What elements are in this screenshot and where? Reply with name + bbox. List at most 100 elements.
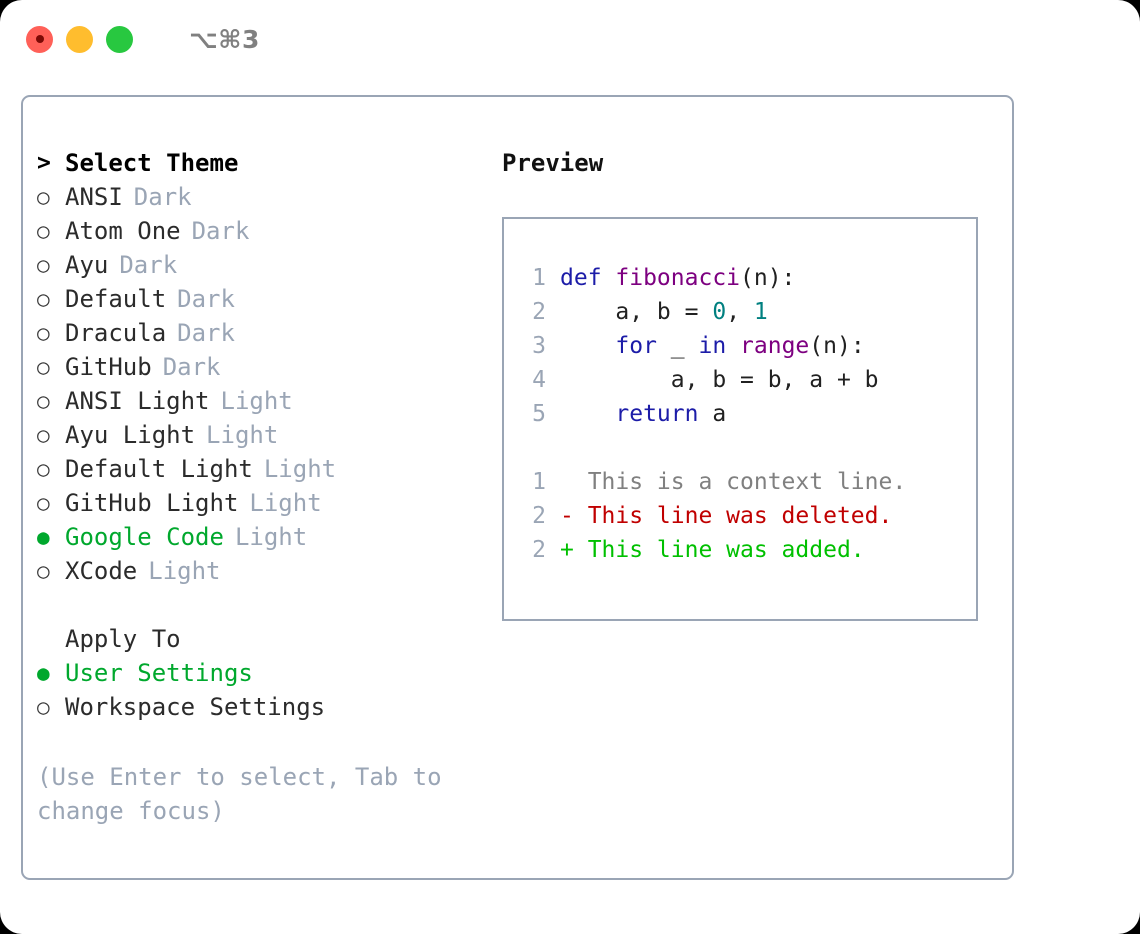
code-line-number: 1	[532, 265, 546, 291]
radio-unselected-icon[interactable]: ○	[37, 218, 50, 243]
diff-line: 1 This is a context line.	[522, 465, 976, 499]
code-token-pl: (n):	[740, 265, 796, 291]
diff-line-number: 2	[532, 503, 546, 529]
maximize-window-icon[interactable]	[106, 25, 133, 53]
close-window-icon[interactable]	[26, 25, 53, 53]
theme-list-item[interactable]: ○ Default Light Light	[37, 452, 497, 486]
apply-to-heading-marker: ○	[37, 628, 65, 651]
theme-variant-badge: Dark	[177, 285, 235, 313]
code-line-text: a, b = b, a + b	[560, 367, 879, 393]
theme-list-item[interactable]: ○ Atom One Dark	[37, 214, 497, 248]
apply-to-heading-label: Apply To	[65, 625, 181, 653]
apply-to-option-label: User Settings	[65, 659, 253, 687]
radio-unselected-icon[interactable]: ○	[37, 388, 50, 413]
theme-list-item[interactable]: ● Google Code Light	[37, 520, 497, 554]
code-token-pl: _	[670, 333, 699, 359]
theme-variant-badge: Dark	[177, 319, 235, 347]
code-line-number: 3	[532, 333, 546, 359]
code-line: 3 for _ in range(n):	[522, 329, 976, 363]
caret-icon: >	[37, 149, 51, 176]
theme-variant-badge: Dark	[133, 183, 192, 211]
traffic-light-group	[26, 25, 133, 53]
radio-unselected-icon[interactable]: ○	[37, 558, 50, 583]
radio-selected-icon[interactable]: ●	[37, 660, 50, 685]
radio-unselected-icon[interactable]: ○	[37, 354, 50, 379]
code-token-fn: fibonacci	[615, 265, 741, 291]
theme-name-label: Atom One	[65, 217, 181, 245]
theme-list-item[interactable]: ○ GitHub Light Light	[37, 486, 497, 520]
theme-list-item[interactable]: ○ Dracula Dark	[37, 316, 497, 350]
code-line-number: 5	[532, 401, 546, 427]
code-token-num: 1	[753, 299, 768, 325]
radio-unselected-icon[interactable]: ○	[37, 456, 50, 481]
theme-name-label: ANSI	[65, 183, 123, 211]
theme-name-label: ANSI Light	[65, 387, 210, 415]
theme-variant-badge: Dark	[162, 353, 221, 381]
theme-picker-heading: > Select Theme	[37, 146, 497, 180]
titlebar-shortcut-label: ⌥⌘3	[189, 24, 260, 54]
radio-unselected-icon[interactable]: ○	[37, 286, 50, 311]
theme-variant-badge: Light	[263, 455, 337, 483]
diff-line: 2 - This line was deleted.	[522, 499, 976, 533]
section-spacer	[37, 588, 497, 622]
apply-to-heading: ○ Apply To	[37, 622, 497, 656]
code-token-pl: a, b =	[560, 299, 713, 325]
code-token-kw: in	[698, 333, 741, 359]
theme-name-label: Google Code	[65, 523, 224, 551]
theme-variant-badge: Dark	[119, 251, 178, 279]
code-token-fn: range	[740, 333, 810, 359]
code-line-text: return a	[560, 401, 726, 427]
diff-line-text: - This line was deleted.	[560, 503, 893, 529]
code-line-text: a, b = 0, 1	[560, 299, 768, 325]
code-token-kw: def	[560, 265, 616, 291]
theme-variant-badge: Dark	[191, 217, 250, 245]
radio-unselected-icon[interactable]: ○	[37, 694, 50, 719]
diff-line: 2+ This line was added.	[522, 533, 976, 567]
theme-name-label: GitHub Light	[65, 489, 239, 517]
code-line: 1 def fibonacci(n):	[522, 261, 976, 295]
code-line: 5 return a	[522, 397, 976, 431]
preview-title: Preview	[502, 149, 604, 177]
code-token-pl: a, b = b, a + b	[560, 367, 879, 393]
code-token-kw: return	[560, 401, 713, 427]
theme-list-item[interactable]: ○ ANSI Dark	[37, 180, 497, 214]
code-token-pl: ,	[726, 299, 754, 325]
code-token-num: 0	[712, 299, 727, 325]
diff-line-number: 2	[532, 537, 546, 563]
theme-variant-badge: Light	[206, 421, 279, 449]
minimize-window-icon[interactable]	[66, 25, 93, 53]
close-dot	[35, 35, 44, 43]
theme-name-label: XCode	[65, 557, 138, 585]
radio-unselected-icon[interactable]: ○	[37, 252, 50, 277]
radio-unselected-icon[interactable]: ○	[37, 320, 50, 345]
apply-to-option[interactable]: ● User Settings	[37, 656, 497, 690]
diff-line-text: This is a context line.	[560, 469, 907, 495]
radio-unselected-icon[interactable]: ○	[37, 184, 50, 209]
radio-unselected-icon[interactable]: ○	[37, 422, 50, 447]
theme-variant-badge: Light	[234, 523, 308, 551]
code-token-kw: for	[560, 333, 671, 359]
radio-unselected-icon[interactable]: ○	[37, 490, 50, 515]
theme-name-label: Dracula	[65, 319, 167, 347]
theme-name-label: Default Light	[65, 455, 253, 483]
theme-variant-badge: Light	[249, 489, 322, 517]
apply-to-option-label: Workspace Settings	[65, 693, 326, 721]
radio-selected-icon[interactable]: ●	[37, 524, 50, 549]
apply-to-option-list: ● User Settings ○ Workspace Settings	[37, 656, 497, 724]
diff-line-number: 1	[532, 469, 546, 495]
code-line: 2 a, b = 0, 1	[522, 295, 976, 329]
apply-to-option[interactable]: ○ Workspace Settings	[37, 690, 497, 724]
code-line: 4 a, b = b, a + b	[522, 363, 976, 397]
theme-list-item[interactable]: ○ Ayu Dark	[37, 248, 497, 282]
theme-name-label: Ayu	[65, 251, 109, 279]
